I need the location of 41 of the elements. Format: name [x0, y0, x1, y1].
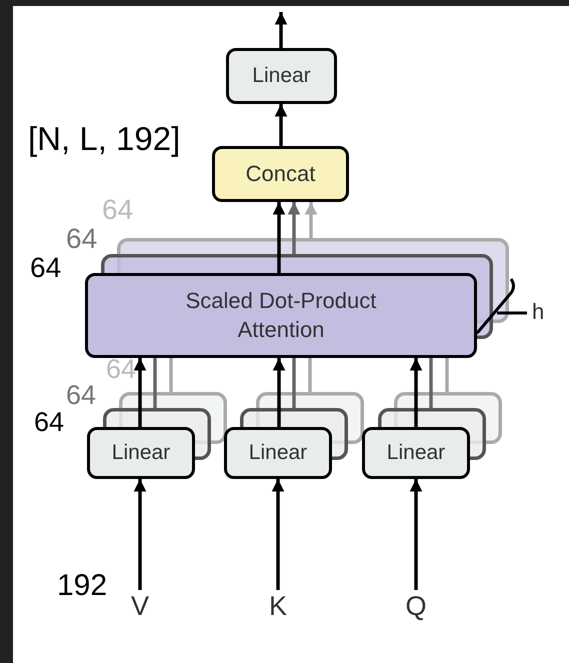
arrow: [274, 104, 288, 146]
process-box: [212, 146, 349, 202]
arrow: [134, 358, 146, 427]
input-label: V: [125, 590, 155, 622]
process-box: [87, 427, 195, 479]
process-box: [85, 273, 477, 358]
box-label: Concat: [246, 160, 316, 188]
dimension-label: 64: [30, 254, 62, 282]
process-box: [224, 427, 332, 479]
connector-line: [292, 358, 296, 408]
input-label: Q: [401, 590, 431, 622]
connector-line: [308, 358, 312, 392]
dimension-label: 64: [66, 225, 98, 253]
dimension-label: 64: [106, 356, 136, 383]
head-count-label: h: [532, 301, 544, 323]
arrow: [410, 479, 422, 590]
box-label: Linear: [386, 440, 446, 466]
arrow: [410, 358, 422, 427]
connector-line: [153, 358, 157, 408]
dimension-label: 64: [66, 382, 96, 409]
connector-line: [169, 358, 173, 392]
arrow: [134, 479, 146, 590]
dimension-label: 64: [34, 409, 64, 436]
connector-line: [429, 358, 433, 408]
input-label: K: [263, 590, 293, 622]
box-label: Linear: [248, 440, 308, 466]
box-label: Linear: [112, 440, 170, 466]
connector-line: [445, 358, 449, 392]
shape-label: [N, L, 192]: [28, 122, 180, 155]
arrow: [272, 202, 286, 273]
dimension-label: 64: [102, 196, 134, 224]
box-label: Linear: [252, 63, 311, 90]
arrow: [274, 12, 288, 48]
arrow: [288, 202, 300, 254]
process-box: [362, 427, 470, 479]
process-box: [226, 48, 337, 104]
box-label: Scaled Dot-Product Attention: [184, 286, 378, 344]
dimension-label: 192: [57, 571, 108, 601]
arrow: [272, 358, 286, 427]
arrow: [272, 479, 284, 590]
arrow: [304, 202, 318, 238]
